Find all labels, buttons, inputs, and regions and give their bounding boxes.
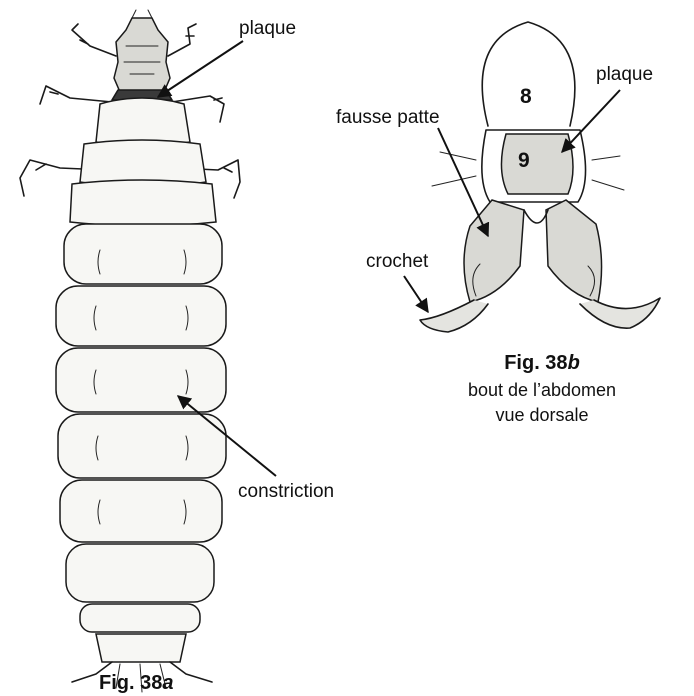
label-fausse-patte: fausse patte — [336, 107, 440, 128]
segment-8: 8 — [482, 22, 575, 126]
segment-9: 9 — [482, 130, 586, 202]
label-constriction: constriction — [238, 481, 334, 502]
caption-fig-38b: Fig. 38b bout de l’abdomen vue dorsale — [468, 352, 616, 425]
caption-fig-38b-title: Fig. 38b — [504, 352, 580, 374]
hooks — [420, 298, 660, 332]
caption-fig-38b-line2: bout de l’abdomen — [468, 380, 616, 400]
label-plaque-a: plaque — [239, 18, 296, 39]
larva-abdomen — [56, 224, 226, 632]
arrow-fausse-patte — [438, 128, 488, 236]
caption-fig-38b-line3: vue dorsale — [495, 405, 588, 425]
arrow-plaque-a — [158, 41, 243, 97]
arrow-crochet — [404, 276, 428, 312]
caption-fig-38a: Fig. 38a — [99, 672, 173, 694]
segment-8-label: 8 — [520, 85, 532, 108]
label-plaque-b: plaque — [596, 64, 653, 85]
larva-illustration — [20, 10, 240, 692]
larva-thorax — [70, 98, 216, 226]
larva-head — [112, 10, 172, 100]
label-crochet: crochet — [366, 251, 429, 272]
segment-9-label: 9 — [518, 149, 530, 172]
